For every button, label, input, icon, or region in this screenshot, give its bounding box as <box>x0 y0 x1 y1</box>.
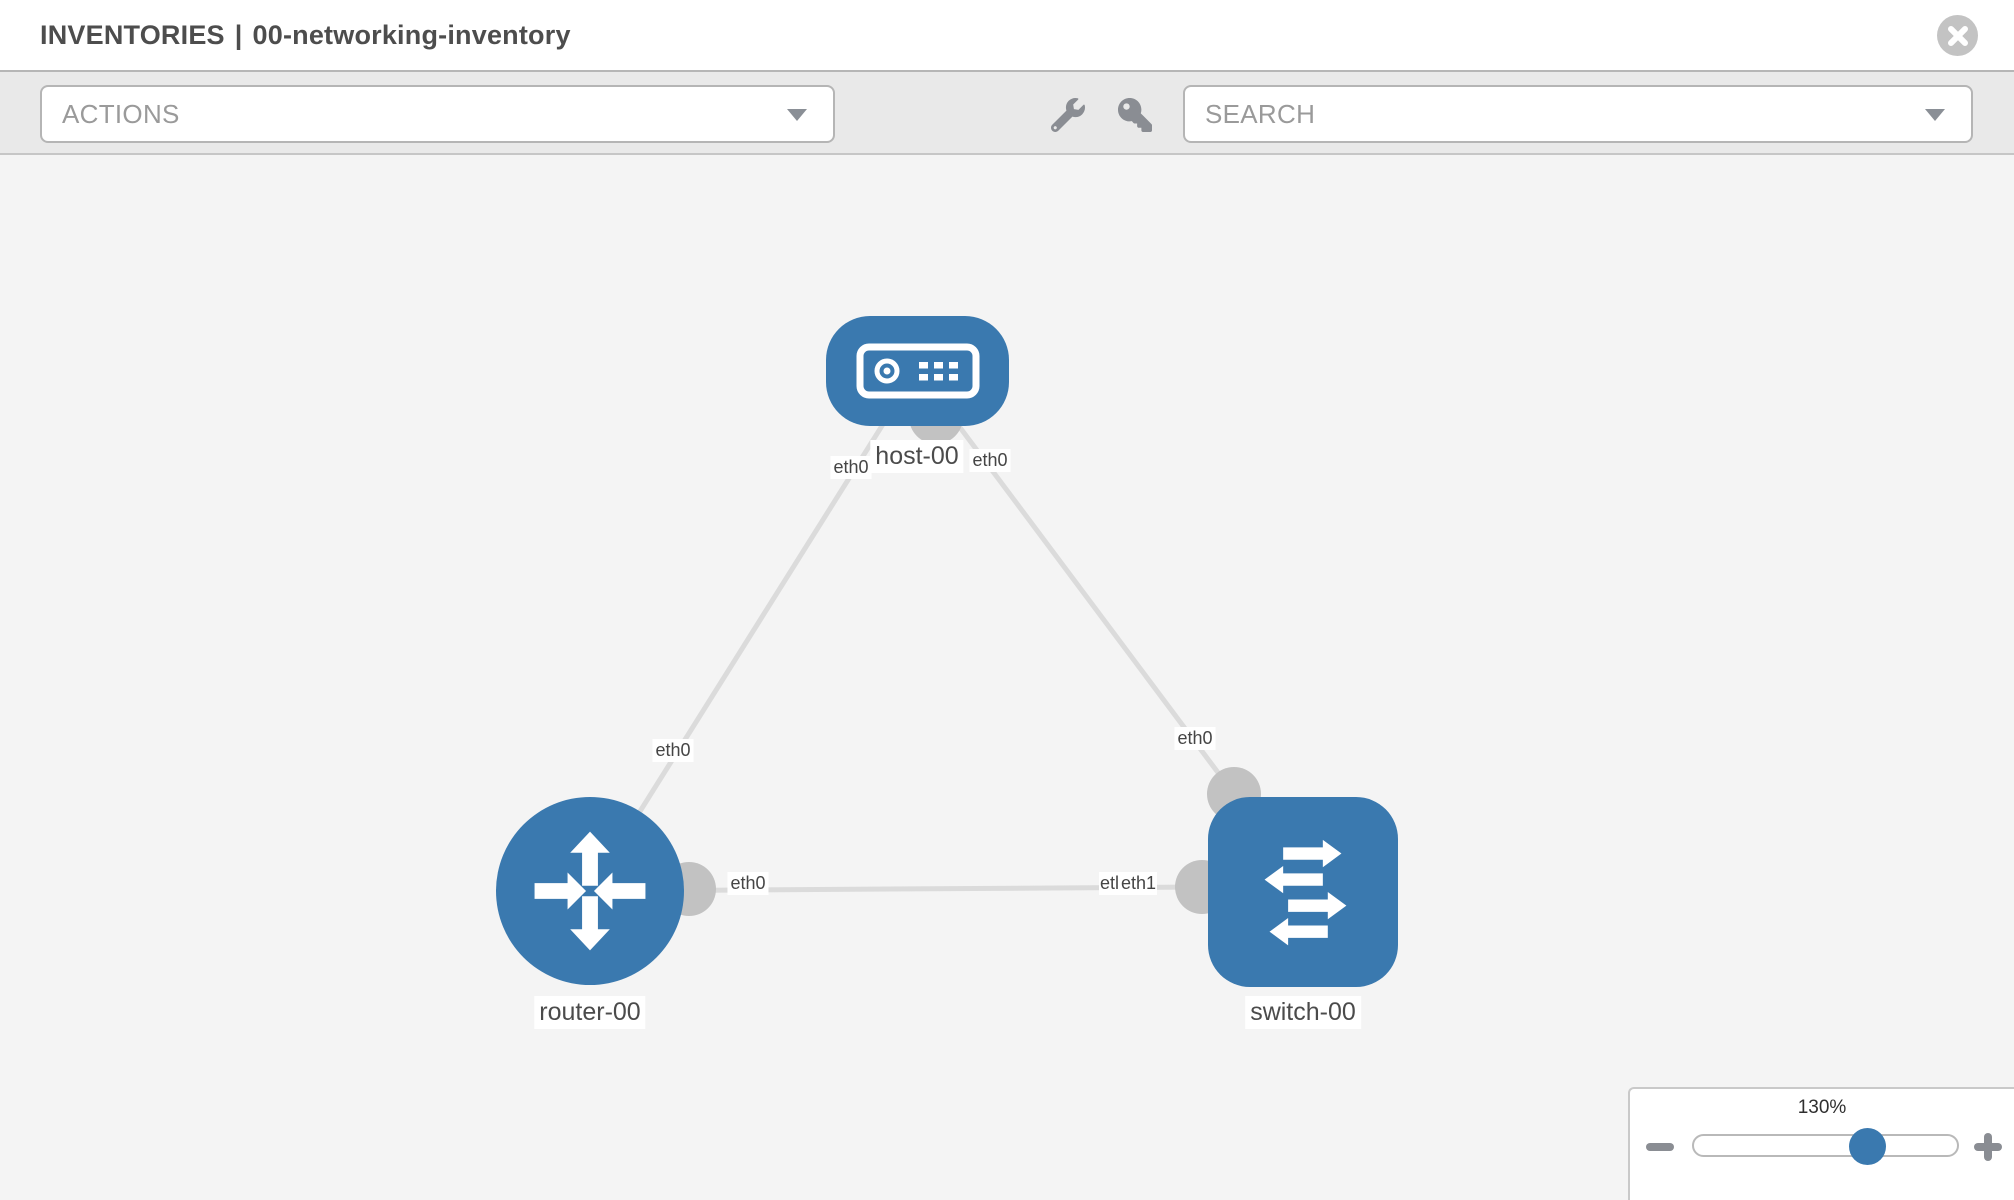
switch-icon <box>1264 839 1347 946</box>
router-icon <box>534 831 646 951</box>
minus-icon <box>1646 1143 1674 1151</box>
zoom-slider-handle[interactable] <box>1849 1128 1886 1165</box>
zoom-slider[interactable] <box>1692 1128 1959 1165</box>
title-section: INVENTORIES <box>40 20 225 50</box>
page-title: INVENTORIES | 00-networking-inventory <box>40 0 571 70</box>
actions-dropdown-label: ACTIONS <box>62 98 180 129</box>
link-host-switch[interactable] <box>914 368 1237 796</box>
zoom-out-button[interactable] <box>1645 1132 1675 1162</box>
node-host-00[interactable] <box>826 316 1009 426</box>
interface-label-switch-eth1: eth1 <box>1120 872 1158 895</box>
interface-label-switch-eth0: eth0 <box>1174 727 1216 750</box>
wrench-icon <box>1051 98 1085 132</box>
zoom-level-label: 130% <box>1797 1097 1847 1118</box>
title-separator: | <box>234 20 243 50</box>
credentials-button[interactable] <box>1116 96 1154 134</box>
interface-label-router-eth0-uplink: eth0 <box>652 739 694 762</box>
zoom-panel: 130% <box>1628 1087 2014 1200</box>
interface-label-fragment: etl <box>1099 872 1121 895</box>
chevron-down-icon <box>787 109 807 121</box>
node-label-host: host-00 <box>870 440 964 473</box>
interface-label-host-eth0-right: eth0 <box>969 449 1011 472</box>
search-dropdown[interactable]: SEARCH <box>1183 85 1973 143</box>
chevron-down-icon <box>1925 109 1945 121</box>
close-icon <box>1947 25 1968 46</box>
topology-canvas[interactable]: host-00 router-00 switch-00 eth0 eth0 et… <box>0 155 2014 1200</box>
title-bar: INVENTORIES | 00-networking-inventory <box>0 0 2014 72</box>
toolbar: ACTIONS SEARCH <box>0 72 2014 155</box>
plus-icon <box>1974 1133 2002 1161</box>
node-router-00[interactable] <box>496 797 684 985</box>
interface-label-host-eth0-left: eth0 <box>830 456 872 479</box>
interface-label-router-eth0: eth0 <box>727 872 769 895</box>
node-switch-00[interactable] <box>1208 797 1398 987</box>
search-dropdown-label: SEARCH <box>1205 98 1316 129</box>
links-layer <box>587 368 1237 894</box>
node-label-switch: switch-00 <box>1245 996 1361 1029</box>
actions-dropdown[interactable]: ACTIONS <box>40 85 835 143</box>
zoom-in-button[interactable] <box>1973 1132 2003 1162</box>
close-button[interactable] <box>1937 15 1978 56</box>
key-icon <box>1118 98 1152 132</box>
host-icon <box>856 343 979 399</box>
inventory-name: 00-networking-inventory <box>252 20 571 50</box>
configure-button[interactable] <box>1049 96 1087 134</box>
node-label-router: router-00 <box>534 996 646 1029</box>
